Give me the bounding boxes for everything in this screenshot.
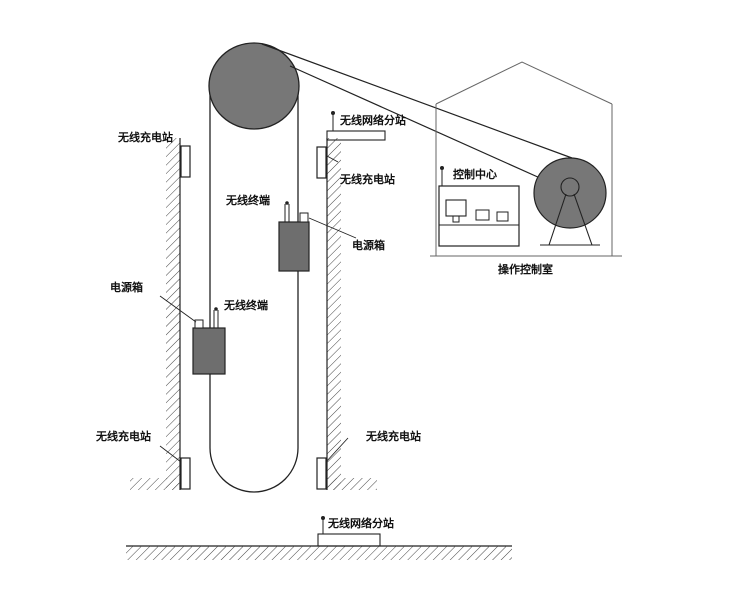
label-charging-station-lower-right: 无线充电站	[365, 429, 421, 443]
control-center-console	[438, 185, 520, 247]
winch-cables	[261, 43, 573, 179]
label-charging-station-upper-left: 无线充电站	[117, 130, 173, 144]
control-center-antenna	[440, 166, 444, 186]
hoist-cable-loop	[209, 88, 299, 493]
label-network-substation-upper: 无线网络分站	[339, 113, 406, 127]
label-power-box-right: 电源箱	[352, 238, 385, 252]
upper-network-substation	[326, 111, 386, 141]
shaft-bottom-right	[327, 478, 377, 490]
leader-lines	[159, 155, 357, 463]
ground-floor	[126, 545, 512, 560]
charging-station-upper-right	[316, 146, 327, 179]
label-wireless-terminal-upper: 无线终端	[225, 193, 270, 207]
label-power-box-left: 电源箱	[110, 280, 143, 294]
label-charging-station-upper-right: 无线充电站	[339, 172, 395, 186]
winch-drum	[533, 157, 607, 246]
right-shaft-wall	[326, 138, 341, 490]
upper-cage	[278, 201, 310, 272]
charging-station-upper-left	[180, 145, 191, 178]
shaft-bottom-left	[130, 478, 180, 490]
charging-station-lower-right	[316, 457, 327, 490]
label-operation-room: 操作控制室	[498, 262, 553, 276]
operation-room-building	[430, 61, 622, 257]
top-drum	[208, 42, 300, 130]
label-charging-station-lower-left: 无线充电站	[95, 429, 151, 443]
label-wireless-terminal-lower: 无线终端	[223, 298, 268, 312]
left-shaft-wall	[166, 138, 181, 490]
charging-station-lower-left	[180, 457, 191, 490]
label-control-center: 控制中心	[453, 167, 497, 181]
lower-cage	[192, 307, 226, 375]
lower-network-substation	[317, 516, 381, 547]
label-network-substation-lower: 无线网络分站	[327, 516, 394, 530]
